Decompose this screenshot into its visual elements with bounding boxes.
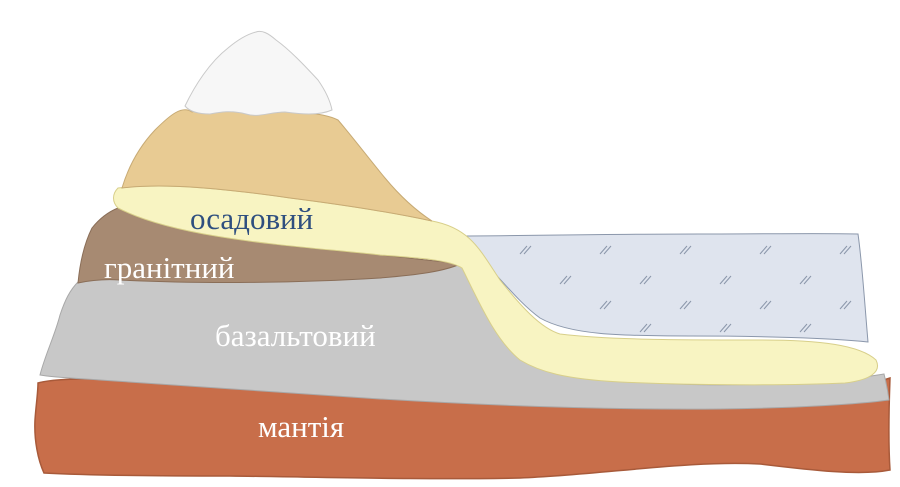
mountain-snow-cap bbox=[184, 30, 333, 116]
ocean-hatch-mark bbox=[639, 323, 648, 333]
ocean-hatch-mark bbox=[763, 245, 772, 255]
ocean-hatch-mark bbox=[803, 275, 812, 285]
ocean-hatch-mark bbox=[643, 275, 652, 285]
ocean-hatch-mark bbox=[799, 323, 808, 333]
ocean-hatch-mark bbox=[843, 300, 852, 310]
ocean-hatch-mark bbox=[759, 245, 768, 255]
sedimentary-label: осадовий bbox=[190, 201, 314, 236]
ocean-hatch-mark bbox=[839, 300, 848, 310]
ocean-hatch-mark bbox=[799, 275, 808, 285]
ocean-hatch-mark bbox=[759, 300, 768, 310]
mantle-label: мантія bbox=[258, 409, 345, 444]
ocean-hatch-mark bbox=[603, 245, 612, 255]
ocean-hatch-mark bbox=[599, 245, 608, 255]
ocean-hatch-mark bbox=[683, 300, 692, 310]
mountain-upper-sediment bbox=[121, 107, 433, 222]
granite-label: гранітний bbox=[104, 250, 235, 285]
ocean-hatch-mark bbox=[803, 323, 812, 333]
ocean-hatch-mark bbox=[643, 323, 652, 333]
ocean-hatch-mark bbox=[843, 245, 852, 255]
ocean-hatch-mark bbox=[839, 245, 848, 255]
ocean-body bbox=[456, 233, 869, 343]
ocean-hatch-mark bbox=[639, 275, 648, 285]
ocean-hatch-mark bbox=[763, 300, 772, 310]
ocean-hatch-mark bbox=[719, 323, 728, 333]
ocean-hatch-mark bbox=[603, 300, 612, 310]
basalt-label: базальтовий bbox=[215, 318, 376, 353]
ocean-hatch-mark bbox=[679, 300, 688, 310]
ocean-hatch-mark bbox=[523, 245, 532, 255]
ocean-hatch-mark bbox=[723, 275, 732, 285]
ocean-hatch-mark bbox=[559, 275, 568, 285]
ocean-hatch-pattern bbox=[519, 245, 852, 333]
ocean-hatch-mark bbox=[723, 323, 732, 333]
ocean-hatch-mark bbox=[679, 245, 688, 255]
ocean-hatch-mark bbox=[683, 245, 692, 255]
ocean-hatch-mark bbox=[599, 300, 608, 310]
ocean-hatch-mark bbox=[563, 275, 572, 285]
ocean-hatch-mark bbox=[719, 275, 728, 285]
ocean-hatch-mark bbox=[519, 245, 528, 255]
